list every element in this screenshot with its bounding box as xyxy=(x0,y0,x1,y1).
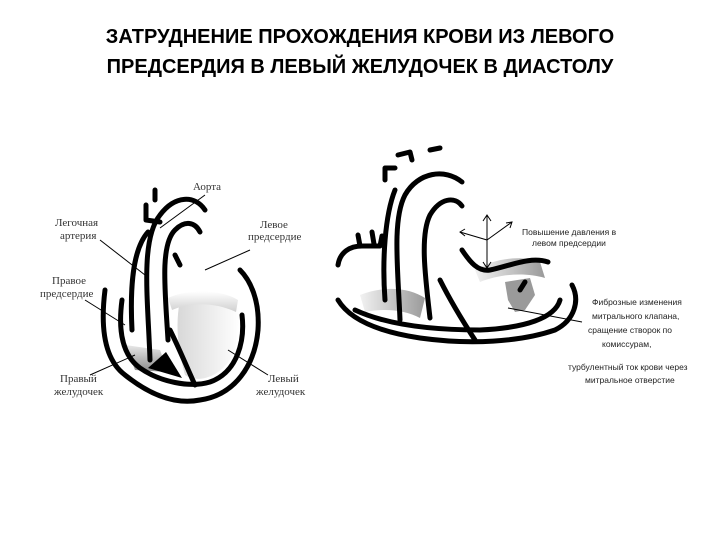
mitral-funnel-shading xyxy=(505,278,535,312)
fibrosis-note-line1: Фиброзные изменения xyxy=(592,297,682,307)
label-left-atrium-line1: Левое xyxy=(260,219,288,231)
label-left-ventricle-line2: желудочек xyxy=(255,386,306,398)
label-right-atrium-line2: предсердие xyxy=(40,288,93,300)
fibrosis-note-line2: митрального клапана, xyxy=(592,311,679,321)
pressure-note-line1: Повышение давления в xyxy=(522,227,617,237)
right-pulmonary-trunk xyxy=(384,190,395,300)
fibrosis-note-line4: комиссурам, xyxy=(602,339,651,349)
label-right-ventricle-line2: желудочек xyxy=(53,386,104,398)
turbulent-note-line1: турбулентный ток крови через xyxy=(568,362,688,372)
vessel-stub-3 xyxy=(175,255,180,265)
label-left-atrium-line2: предсердие xyxy=(248,231,301,243)
right-vessel-stub-4 xyxy=(358,235,360,246)
label-right-atrium-line1: Правое xyxy=(52,275,86,287)
right-vessel-stub-3 xyxy=(430,148,440,150)
right-vessel-stub-5 xyxy=(372,232,374,244)
fibrosis-note-line3: сращение створок по xyxy=(588,325,672,335)
label-aorta: Аорта xyxy=(193,181,221,193)
label-left-ventricle-line1: Левый xyxy=(268,373,299,385)
right-heart-diagram: Повышение давления в левом предсердии Фи… xyxy=(338,148,688,385)
label-right-ventricle-line1: Правый xyxy=(60,373,97,385)
right-aorta-inner xyxy=(424,200,462,318)
pointer-left-atrium xyxy=(205,250,250,270)
label-pulmonary-line1: Легочная xyxy=(55,217,98,229)
vessel-stub-1 xyxy=(146,205,160,222)
turbulent-note-line2: митральное отверстие xyxy=(585,375,675,385)
right-vessel-stub-1 xyxy=(385,168,395,180)
left-heart-diagram: Аорта Легочная артерия Левое предсердие … xyxy=(40,181,306,401)
right-vessel-stub-2 xyxy=(398,152,412,160)
pressure-note-line2: левом предсердии xyxy=(532,238,606,248)
label-pulmonary-line2: артерия xyxy=(60,230,96,242)
